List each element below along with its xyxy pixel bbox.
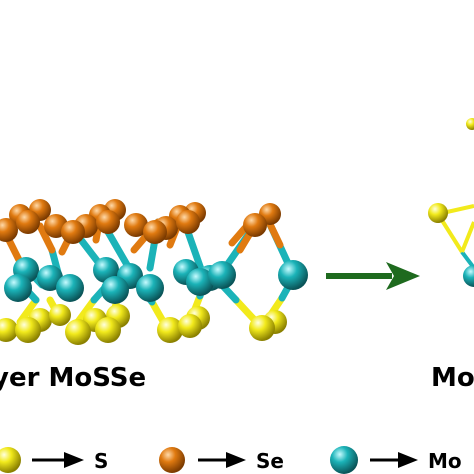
- left-structure-atoms: [0, 199, 308, 345]
- legend: [0, 446, 418, 474]
- legend-label-se: Se: [256, 449, 284, 473]
- legend-label-s: S: [94, 449, 109, 473]
- right-structure: [428, 118, 474, 287]
- legend-se: [159, 447, 246, 473]
- left-structure-title: yer MoSSe: [0, 363, 147, 393]
- legend-label-mo: Mo: [428, 449, 462, 473]
- right-structure-title: Mo: [431, 363, 474, 393]
- transition-arrow: [326, 262, 420, 290]
- legend-mo: [330, 446, 418, 474]
- legend-s: [0, 447, 84, 473]
